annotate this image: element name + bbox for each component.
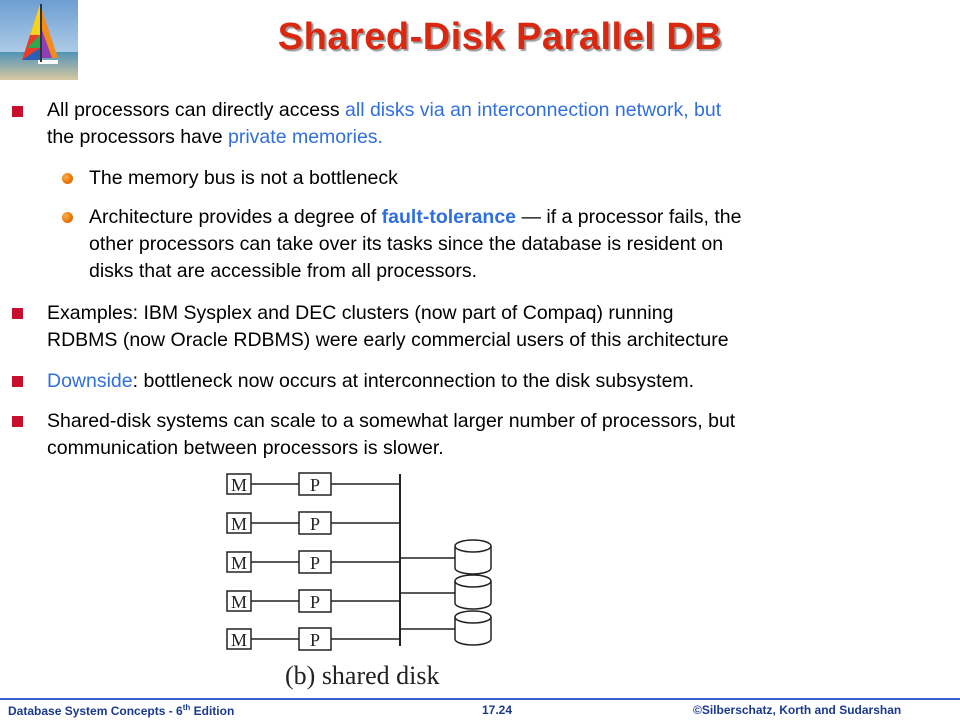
highlight-text: Downside <box>47 370 133 392</box>
page-number: 17.24 <box>482 703 513 717</box>
processor-label: P <box>310 630 320 650</box>
memory-label: M <box>231 553 247 573</box>
highlight-text: private memories. <box>228 126 383 148</box>
footer-text: Edition <box>190 704 235 718</box>
bullet-text: other processors can take over its tasks… <box>89 233 724 255</box>
square-bullet-icon <box>12 416 23 427</box>
highlight-term: fault-tolerance <box>381 206 517 228</box>
bullet-text: All processors can directly access <box>47 99 346 121</box>
round-bullet-icon <box>62 173 73 184</box>
round-bullet-icon <box>62 212 73 223</box>
disk-top <box>454 574 492 588</box>
processor-label: P <box>310 514 320 534</box>
disk-top <box>454 610 492 624</box>
square-bullet-icon <box>12 376 23 387</box>
slide-title: Shared-Disk Parallel DB <box>277 16 723 58</box>
bullet-text: Architecture provides a degree of <box>89 206 382 228</box>
processor-label: P <box>310 592 320 612</box>
bullet-text: Shared-disk systems can scale to a somew… <box>47 410 736 432</box>
footer-text: Database System Concepts - 6 <box>8 704 183 718</box>
highlight-text: all disks via an interconnection network… <box>345 99 722 121</box>
bullet-all-processors: All processors can directly access all d… <box>47 97 721 151</box>
bullet-text: — if a processor fails, the <box>516 206 742 228</box>
disk-icon <box>400 610 492 646</box>
bullet-downside: Downside: bottleneck now occurs at inter… <box>47 368 694 395</box>
bullet-examples: Examples: IBM Sysplex and DEC clusters (… <box>47 300 729 354</box>
bullet-scale: Shared-disk systems can scale to a somew… <box>47 408 735 462</box>
processor-label: P <box>310 553 320 573</box>
disk-body <box>454 546 492 575</box>
bullet-text: The memory bus is not a bottleneck <box>89 167 398 189</box>
figure-caption: (b) shared disk <box>285 661 440 690</box>
square-bullet-icon <box>12 106 23 117</box>
footer-book-title: Database System Concepts - 6th Edition <box>8 703 234 718</box>
slide-content: All processors can directly access all d… <box>12 97 741 696</box>
bullet-text: the processors have <box>47 126 229 148</box>
bullet-text: communication between processors is slow… <box>47 437 444 459</box>
footer-superscript: th <box>182 703 191 712</box>
sub-bullet-memory-bus: The memory bus is not a bottleneck <box>89 165 398 192</box>
memory-label: M <box>231 630 247 650</box>
bullet-text: : bottleneck now occurs at interconnecti… <box>132 370 695 392</box>
disk-body <box>454 617 492 646</box>
disk-body <box>454 581 492 610</box>
memory-label: M <box>231 514 247 534</box>
bullet-text: RDBMS (now Oracle RDBMS) were early comm… <box>47 329 729 351</box>
square-bullet-icon <box>12 308 23 319</box>
memory-label: M <box>231 475 247 495</box>
bullet-text: Examples: IBM Sysplex and DEC clusters (… <box>47 302 674 324</box>
footer-divider <box>0 698 960 700</box>
footer-copyright: ©Silberschatz, Korth and Sudarshan <box>693 703 902 717</box>
processor-label: P <box>310 475 320 495</box>
bullet-text: disks that are accessible from all proce… <box>89 260 477 282</box>
sailboat-logo <box>0 0 78 80</box>
memory-label: M <box>231 592 247 612</box>
disk-top <box>454 539 492 553</box>
sub-bullet-fault-tolerance: Architecture provides a degree of fault-… <box>89 204 741 285</box>
disk-icon <box>400 574 492 610</box>
disk-icon <box>400 539 492 575</box>
